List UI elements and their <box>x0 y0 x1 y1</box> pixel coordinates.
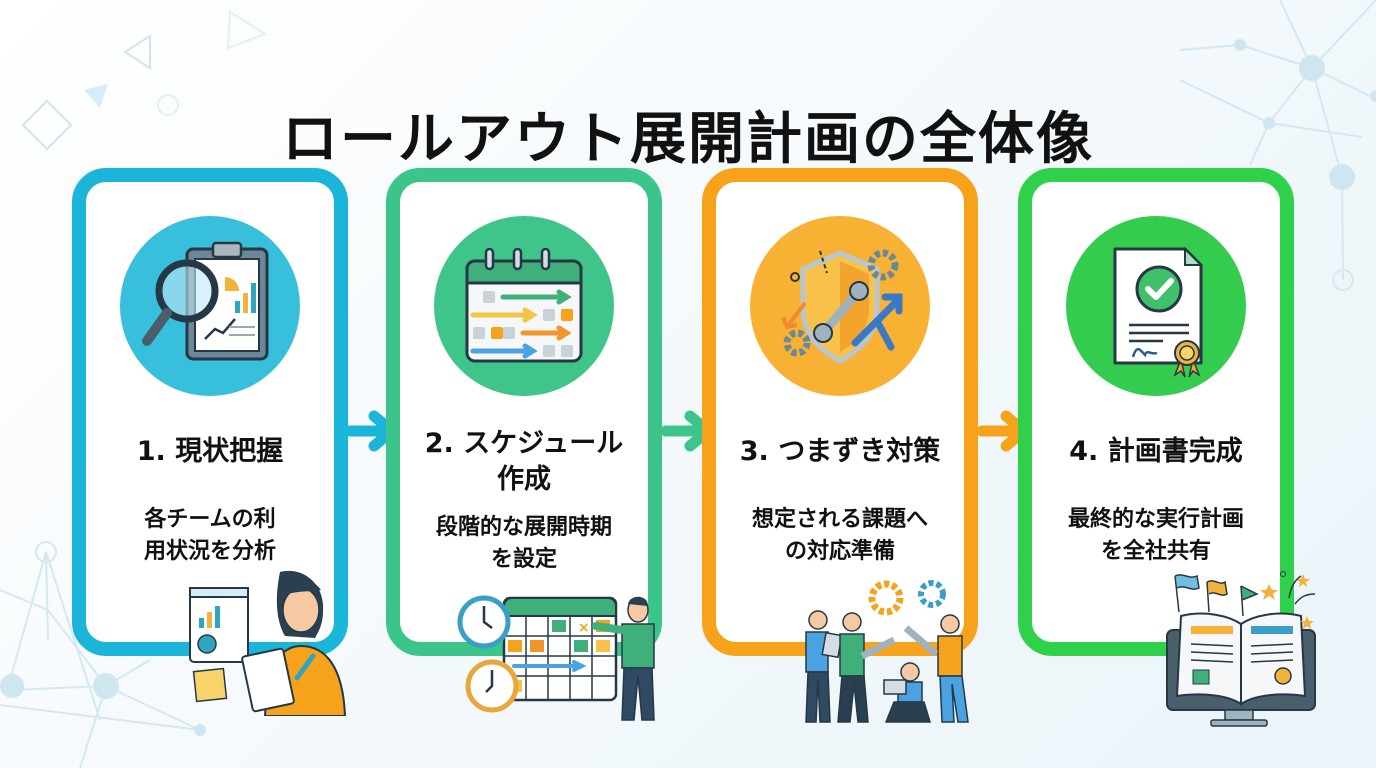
step-description-line: を設定 <box>490 547 557 572</box>
step-title: 4. 計画書完成 <box>1069 436 1243 467</box>
step-title-line: 作成 <box>497 464 551 495</box>
step-icon-circle <box>120 216 300 396</box>
step-icon-circle <box>750 216 930 396</box>
step-description-line: 段階的な展開時期 <box>435 515 612 540</box>
step-title: 3. つまずき対策 <box>739 436 941 467</box>
triangle-outline-shape <box>226 10 268 50</box>
man-pointing-calendar-illustration: × <box>457 595 655 721</box>
step-icon-circle <box>1066 216 1246 396</box>
step-description: 最終的な実行計画 を全社共有 <box>1042 504 1270 568</box>
step-description: 段階的な展開時期 を設定 <box>410 512 638 576</box>
step-card-2: 2. スケジュール 作成 段階的な展開時期 を設定 <box>386 168 662 656</box>
shield-wrench-icon <box>781 249 903 364</box>
step-title: 1. 現状把握 <box>136 436 284 467</box>
certificate-check-icon <box>1113 246 1204 378</box>
open-book-monitor-illustration <box>1166 571 1316 727</box>
magnifier-clipboard-icon <box>142 241 269 361</box>
step-description-line: 用状況を分析 <box>143 539 276 564</box>
step-title: 2. スケジュール 作成 <box>400 426 648 498</box>
woman-taking-notes-illustration <box>189 570 347 716</box>
step-description: 想定される課題へ の対応準備 <box>726 504 954 568</box>
step-description-line: 各チームの利 <box>144 507 276 532</box>
step-description-line: 想定される課題へ <box>751 507 928 532</box>
team-fixing-gears-illustration <box>805 580 969 723</box>
step-title-line: 2. スケジュール <box>424 428 624 459</box>
triangle-outline-shape <box>123 34 151 70</box>
step-description-line: の対応準備 <box>784 539 895 564</box>
calendar-gantt-icon <box>465 247 583 363</box>
step-description: 各チームの利 用状況を分析 <box>96 504 324 568</box>
step-icon-circle <box>434 216 614 396</box>
step-card-4: 4. 計画書完成 最終的な実行計画 を全社共有 <box>1018 168 1294 656</box>
step-card-3: 3. つまずき対策 想定される課題へ の対応準備 <box>702 168 978 656</box>
step-description-line: を全社共有 <box>1100 539 1211 564</box>
svg-text:×: × <box>578 620 590 636</box>
step-description-line: 最終的な実行計画 <box>1067 507 1244 532</box>
page-title: ロールアウト展開計画の全体像 <box>282 106 1094 172</box>
